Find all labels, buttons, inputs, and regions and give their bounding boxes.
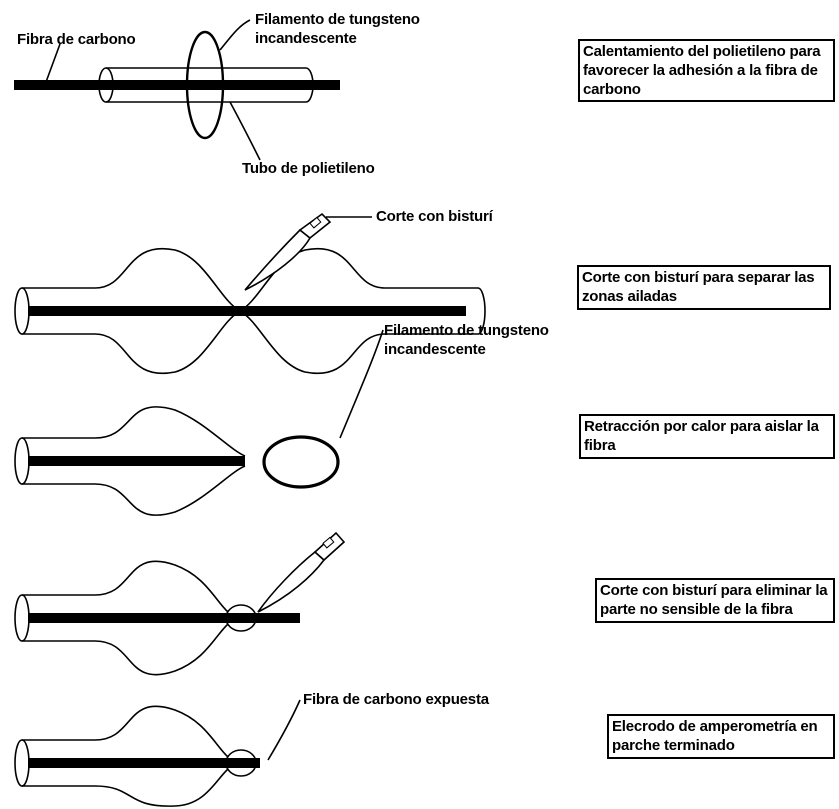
step4-line2: parte no sensible de la fibra — [600, 601, 793, 618]
leader-filament — [219, 19, 251, 51]
step2-line1: Corte con bisturí para separar las — [582, 269, 815, 286]
leader-fiber — [45, 43, 61, 83]
step5-description-box: Elecrodo de amperometría en parche termi… — [607, 714, 835, 759]
step1-line1: Calentamiento del polietileno para — [583, 43, 821, 60]
step3-line2: fibra — [584, 437, 616, 454]
scalpel-icon — [244, 212, 332, 291]
step3-line1: Retracción por calor para aislar la — [584, 418, 819, 435]
label-carbon-fiber: Fibra de carbono — [17, 31, 136, 48]
step2-illustration — [14, 212, 486, 375]
step2-line2: zonas ailadas — [582, 288, 677, 305]
step4-line1: Corte con bisturí para eliminar la — [600, 582, 828, 599]
step3-description-box: Retracción por calor para aislar la fibr… — [579, 414, 835, 459]
label-tungsten-filament-line2: incandescente — [255, 30, 357, 47]
step1-line3: carbono — [583, 81, 641, 98]
leader-filament — [339, 329, 384, 439]
step3-illustration — [14, 329, 384, 516]
step4-description-box: Corte con bisturí para eliminar la parte… — [595, 578, 835, 623]
label-tungsten-filament-line1: Filamento de tungsteno — [384, 322, 549, 339]
tungsten-filament-ring — [185, 30, 225, 140]
label-scalpel-cut: Corte con bisturí — [376, 208, 493, 225]
carbon-fiber — [28, 306, 466, 316]
step1-illustration — [14, 19, 340, 161]
step1-description-box: Calentamiento del polietileno para favor… — [578, 39, 835, 102]
label-polyethylene-tube: Tubo de polietileno — [242, 160, 375, 177]
leader-tube — [229, 101, 261, 161]
step5-illustration — [14, 699, 301, 807]
label-tungsten-filament-line1: Filamento de tungsteno — [255, 11, 420, 28]
carbon-fiber — [28, 613, 300, 623]
step1-line2: favorecer la adhesión a la fibra de — [583, 62, 818, 79]
step2-description-box: Corte con bisturí para separar las zonas… — [577, 265, 831, 310]
carbon-fiber — [28, 758, 260, 768]
leader-exposed — [267, 699, 301, 761]
step5-line1: Elecrodo de amperometría en — [612, 718, 818, 735]
tungsten-filament-ring — [262, 435, 340, 489]
label-tungsten-filament-line2: incandescente — [384, 341, 486, 358]
label-exposed-carbon-fiber: Fibra de carbono expuesta — [303, 691, 489, 708]
carbon-fiber — [28, 456, 245, 466]
step5-line2: parche terminado — [612, 737, 735, 754]
step4-illustration — [14, 531, 346, 676]
scalpel-icon — [257, 531, 346, 613]
carbon-fiber — [14, 80, 340, 90]
